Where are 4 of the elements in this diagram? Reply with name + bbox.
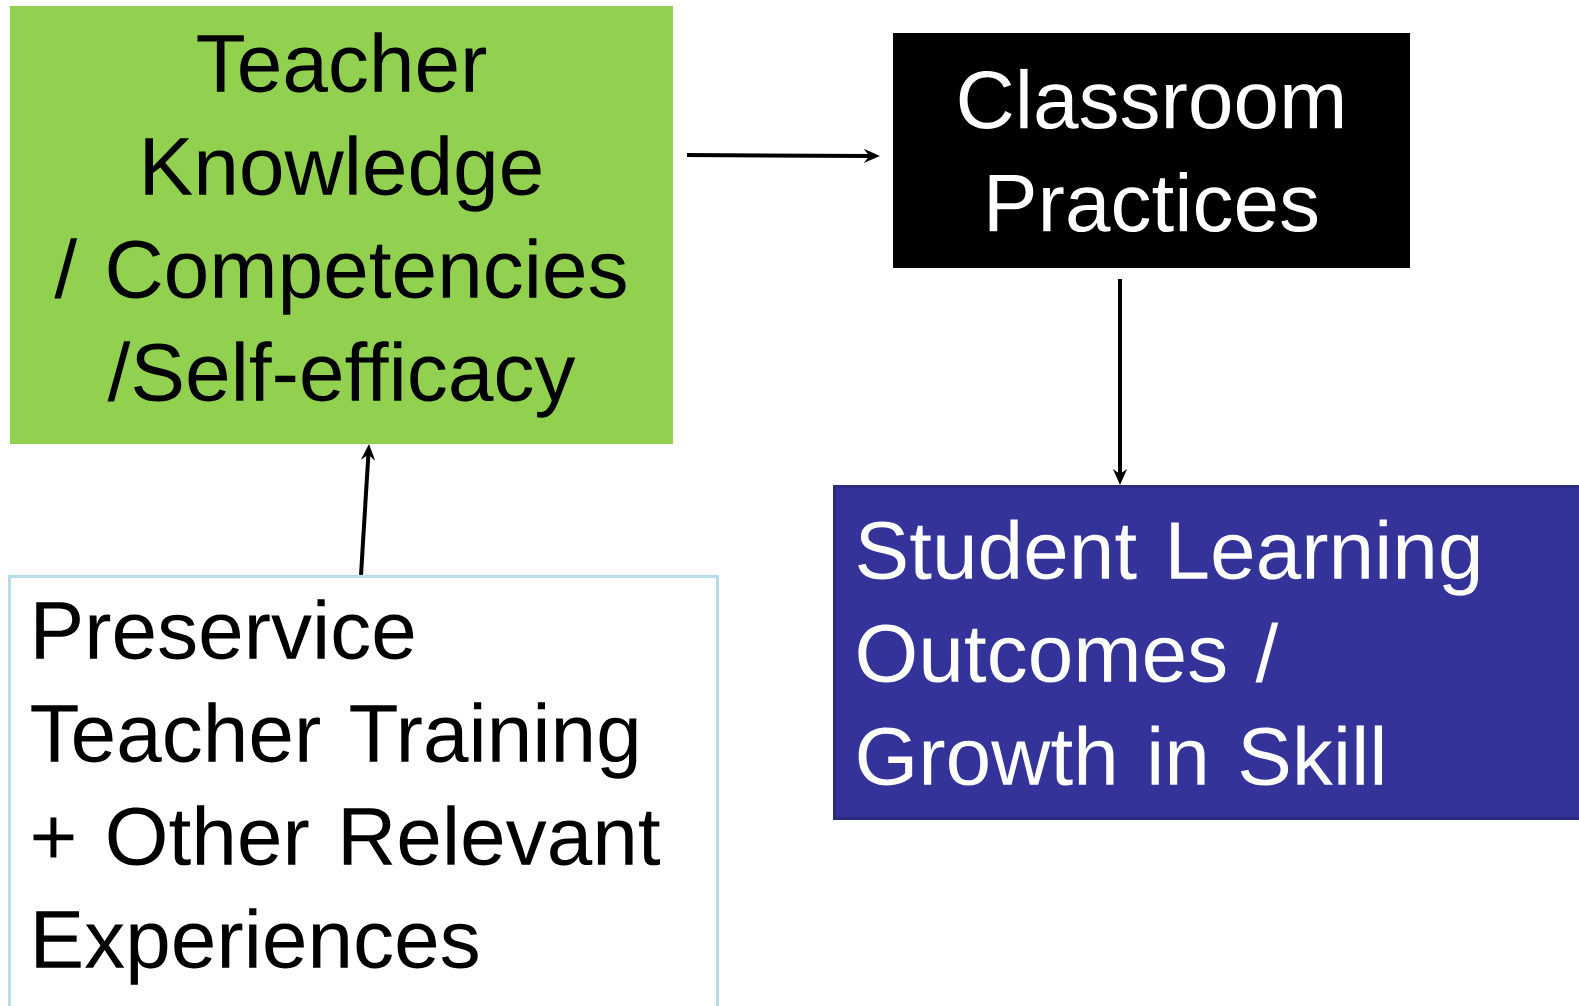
- knowledge-box: Teacher Knowledge / Competencies /Self-efficacy: [10, 6, 673, 444]
- training-box: Preservice Teacher Training + Other Relevant Experiences: [8, 575, 719, 1006]
- outcomes-box: Student Learning Outcomes / Growth in Skill: [833, 485, 1579, 820]
- practices-box: Classroom Practices: [893, 33, 1410, 268]
